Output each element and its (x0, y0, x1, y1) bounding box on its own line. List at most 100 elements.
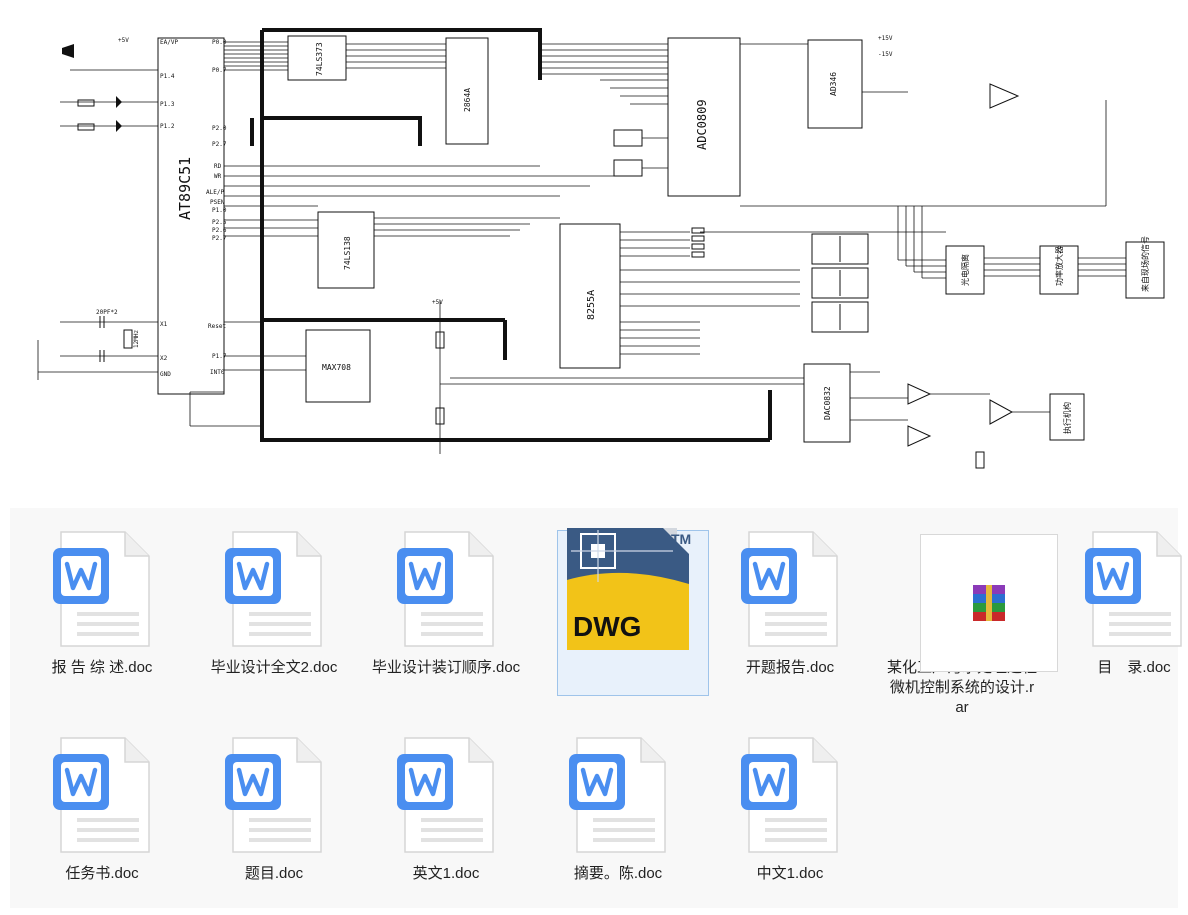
pin-label: X2 (160, 355, 168, 362)
dac-label: DAC0832 (823, 386, 832, 420)
dwg-tm: TM (671, 531, 691, 547)
buzzer-icon (62, 44, 74, 58)
file-thumbnail (735, 730, 845, 860)
file-thumbnail (1079, 524, 1188, 654)
word-doc-icon (53, 531, 150, 647)
eeprom-label: 2864A (463, 88, 472, 112)
word-doc-icon (397, 737, 494, 853)
eeprom-chip (445, 37, 489, 145)
supply-label: -15V (878, 51, 893, 58)
file-item[interactable]: DWG TM 电路图.dwg (543, 524, 709, 696)
decoder-label: 74LS138 (343, 236, 352, 270)
file-thumbnail (563, 730, 673, 860)
file-item[interactable]: 题目.doc (199, 730, 349, 884)
file-thumbnail (907, 524, 1058, 672)
watchdog-chip (305, 329, 371, 403)
word-doc-icon (53, 737, 150, 853)
pin-label: P1.3 (160, 101, 175, 108)
pin-label: PSEN (210, 199, 225, 206)
dwg-file-icon: DWG TM (567, 528, 691, 650)
crystal-label: 20PF*2 (96, 309, 118, 316)
circuit-schematic: AT89C51 74LS373 2864A ADC0809 AD346 74LS… (37, 28, 1165, 469)
latch-label: 74LS373 (315, 42, 324, 76)
pin-label: P0.0 (212, 39, 227, 46)
mcu-chip (157, 37, 225, 395)
pin-label: X1 (160, 321, 168, 328)
file-item[interactable]: 报 告 综 述.doc (27, 524, 177, 678)
pulse-amp-label: 功率放大器 (1054, 246, 1064, 286)
amp-chip (807, 39, 863, 129)
pin-label: P2.5 (212, 219, 227, 226)
file-thumbnail (219, 524, 329, 654)
pin-label: ALE/P (206, 189, 224, 196)
pin-label: INT0 (210, 369, 225, 376)
file-name: 目 录.doc (1097, 659, 1171, 676)
file-name: 报 告 综 述.doc (51, 659, 153, 676)
mcu-label: AT89C51 (176, 157, 194, 220)
rar-archive-icon (973, 585, 1005, 621)
pin-label: P2.7 (212, 235, 227, 242)
pin-label: P1.7 (212, 353, 227, 360)
file-item[interactable]: 毕业设计装订顺序.doc (371, 524, 521, 678)
file-item[interactable]: 中文1.doc (715, 730, 865, 884)
file-browser: 报 告 综 述.doc 毕业设计全文2.doc 毕业设计装订顺序.doc DWG… (10, 508, 1182, 908)
word-doc-icon (1085, 531, 1182, 647)
file-item[interactable]: 摘要。陈.doc (543, 730, 693, 884)
decoder-chip (317, 211, 375, 289)
dwg-badge: DWG (573, 611, 641, 642)
adc-chip (667, 37, 741, 197)
led-icon (116, 96, 122, 108)
sensor-signal-label: 来自现场的信号 (1140, 236, 1150, 292)
amp-label: AD346 (829, 72, 838, 96)
word-doc-icon (741, 531, 838, 647)
supply-label: +5V (118, 37, 129, 44)
file-name: 毕业设计全文2.doc (210, 659, 338, 676)
file-item[interactable]: 英文1.doc (371, 730, 521, 884)
file-thumbnail (391, 730, 501, 860)
file-item[interactable]: 任务书.doc (27, 730, 177, 884)
pin-label: P0.7 (212, 67, 227, 74)
file-thumbnail (47, 524, 157, 654)
file-thumbnail: DWG TM (563, 524, 691, 654)
supply-label: +5V (432, 299, 443, 306)
word-doc-icon (741, 737, 838, 853)
file-name: 摘要。陈.doc (573, 865, 663, 882)
pin-label: P1.2 (160, 123, 175, 130)
word-doc-icon (397, 531, 494, 647)
ppi-label: 8255A (586, 290, 597, 320)
file-name: 任务书.doc (65, 865, 139, 882)
pin-label: P2.0 (212, 125, 227, 132)
dac-chip (803, 363, 851, 443)
pin-label: Reset (208, 323, 226, 330)
pin-label: GND (160, 371, 171, 378)
led-icon (116, 120, 122, 132)
pin-label: P2.6 (212, 227, 227, 234)
ppi-chip (559, 223, 621, 369)
rar-preview-frame (920, 534, 1058, 672)
file-name: 中文1.doc (756, 865, 824, 882)
adc-label: ADC0809 (695, 99, 709, 150)
word-doc-icon (225, 737, 322, 853)
word-doc-icon (225, 531, 322, 647)
pin-label: WR (214, 173, 222, 180)
file-thumbnail (391, 524, 501, 654)
word-doc-icon (569, 737, 666, 853)
file-item[interactable]: 毕业设计全文2.doc (199, 524, 349, 678)
photo-isolation-label: 光电隔离 (960, 254, 970, 286)
file-item[interactable]: 某化工厂污水处理过程微机控制系统的设计.rar (887, 524, 1058, 718)
file-name: 题目.doc (244, 865, 304, 882)
pin-label: P1.4 (160, 73, 175, 80)
watchdog-label: MAX708 (322, 363, 351, 372)
actuator-label: 执行机构 (1062, 402, 1072, 434)
file-name: 开题报告.doc (745, 659, 835, 676)
actuator-block (1049, 393, 1085, 441)
file-item[interactable]: 目 录.doc (1059, 524, 1188, 678)
file-thumbnail (47, 730, 157, 860)
file-name: 毕业设计装订顺序.doc (371, 659, 521, 676)
pin-label: P1.0 (212, 207, 227, 214)
pin-label: EA/VP (160, 39, 178, 46)
pin-label: P2.7 (212, 141, 227, 148)
file-thumbnail (735, 524, 845, 654)
file-item[interactable]: 开题报告.doc (715, 524, 865, 678)
file-thumbnail (219, 730, 329, 860)
